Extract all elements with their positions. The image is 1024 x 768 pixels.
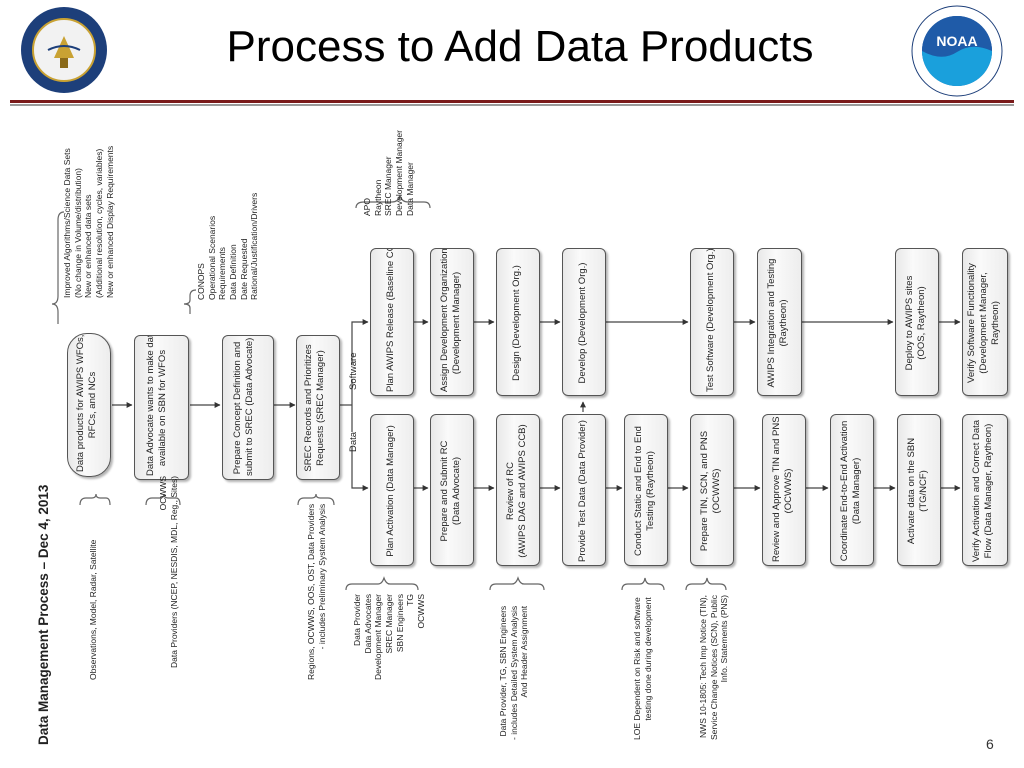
box-deploy-awips: Deploy to AWIPS sites (OOS, Raytheon) <box>895 248 939 396</box>
branch-label-software: Software <box>348 352 359 391</box>
box-review-approve-tin: Review and Approve TIN and PNS (OCWWS) <box>762 414 806 566</box>
note-apo: APO Raytheon SREC Manager Development Ma… <box>362 130 415 216</box>
box-data-advocate: Data Advocate wants to make data availab… <box>134 335 189 480</box>
header-rule-light <box>10 104 1014 106</box>
note-nws: NWS 10-1805: Tech Imp Notice (TIN), Serv… <box>698 594 730 740</box>
box-verify-software: Verify Software Functionality (Developme… <box>962 248 1008 396</box>
note-roles: Data Provider Data Advocates Development… <box>352 594 426 680</box>
noaa-logo: NOAA <box>910 4 1004 98</box>
note-conops: CONOPS Operational Scenarios Requirement… <box>196 192 260 300</box>
box-conduct-testing: Conduct Static and End to End Testing (R… <box>624 414 668 566</box>
box-design: Design (Development Org.) <box>496 248 540 396</box>
box-plan-awips-release: Plan AWIPS Release (Baseline CCB) <box>370 248 414 396</box>
svg-text:NOAA: NOAA <box>936 33 977 49</box>
note-observations: Observations, Model, Radar, Satellite <box>88 539 98 680</box>
box-develop: Develop (Development Org.) <box>562 248 606 396</box>
box-srec-records: SREC Records and Prioritizes Requests (S… <box>296 335 340 480</box>
box-provide-test-data: Provide Test Data (Data Provider) <box>562 414 606 566</box>
branch-label-data: Data <box>348 431 359 452</box>
box-awips-integration: AWIPS Integration and Testing (Raytheon) <box>757 248 802 396</box>
box-assign-development: Assign Development Organization (Develop… <box>430 248 474 396</box>
box-test-software: Test Software (Development Org.) <box>690 248 734 396</box>
box-coordinate-activation: Coordinate End-to-End Activation (Data M… <box>830 414 874 566</box>
box-review-rc: Review of RC (AWIPS DAG and AWIPS CCB) <box>496 414 540 566</box>
note-ocwws: OCWWS Data Providers (NCEP, NESDIS, MDL,… <box>158 475 179 668</box>
note-regions: Regions, OCWWS, OOS, OST, Data Providers… <box>306 503 327 680</box>
header-rule-dark <box>10 100 1014 103</box>
page-title: Process to Add Data Products <box>226 22 814 71</box>
page-number: 6 <box>986 736 994 752</box>
department-of-commerce-seal <box>20 6 108 94</box>
note-improved-algorithms: Improved Algorithms/Science Data Sets (N… <box>62 145 115 298</box>
box-verify-activation: Verify Activation and Correct Data Flow … <box>962 414 1008 566</box>
note-tg-sbn: Data Provider, TG, SBN Engineers - inclu… <box>498 605 530 740</box>
box-concept-definition: Prepare Concept Definition and submit to… <box>222 335 274 480</box>
box-data-products: Data products for AWIPS WFOs, RFCs, and … <box>67 333 111 477</box>
box-plan-activation: Plan Activation (Data Manager) <box>370 414 414 566</box>
box-activate-sbn: Activate data on the SBN (TG/NCF) <box>897 414 941 566</box>
note-loe: LOE Dependent on Risk and software testi… <box>632 597 653 740</box>
box-prepare-tin: Prepare TIN, SCN, and PNS (OCWWS) <box>690 414 734 566</box>
box-prepare-submit-rc: Prepare and Submit RC (Data Advocate) <box>430 414 474 566</box>
